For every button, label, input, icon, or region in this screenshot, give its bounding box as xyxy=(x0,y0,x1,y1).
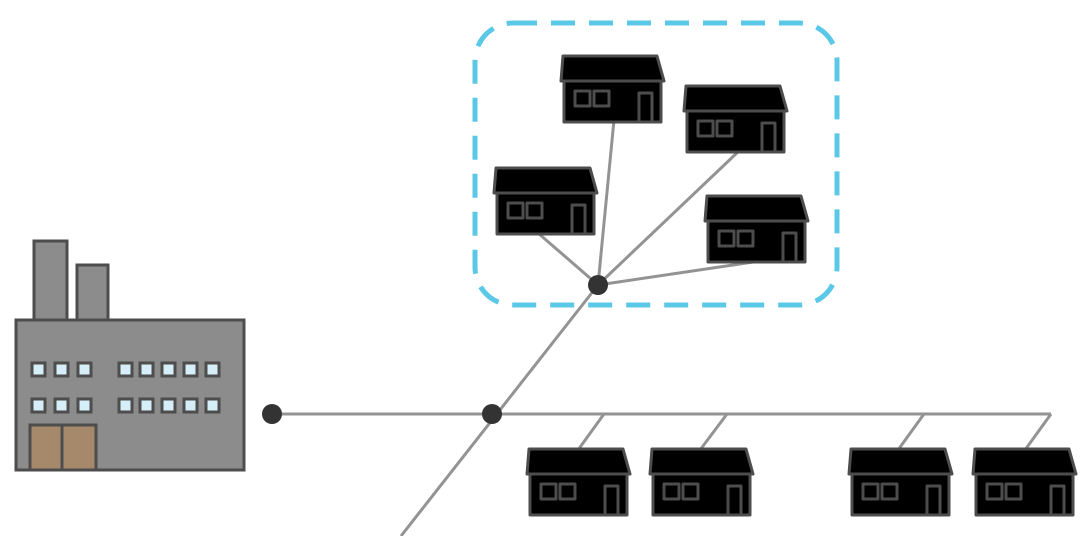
drop-line-cluster-3 xyxy=(537,231,599,287)
house-icon xyxy=(525,447,632,517)
factory-door-right xyxy=(60,423,98,472)
drop-line-cluster-2 xyxy=(596,148,742,287)
main-junction-node xyxy=(482,404,502,424)
drop-line-cluster-1 xyxy=(596,119,616,286)
drop-line-street-2 xyxy=(698,413,729,451)
drop-line-cluster-4 xyxy=(597,259,761,287)
factory-body xyxy=(14,318,246,472)
drop-line-street-1 xyxy=(576,413,606,451)
factory-terminal-node xyxy=(262,404,282,424)
factory-door-left xyxy=(28,423,64,472)
house-icon xyxy=(703,194,810,264)
house-icon xyxy=(559,54,666,124)
factory-icon xyxy=(14,239,246,472)
drop-line-street-3 xyxy=(896,413,926,451)
cluster-junction-node xyxy=(588,275,608,295)
network-lines xyxy=(272,119,1053,536)
house-icon xyxy=(847,447,954,517)
factory-windows xyxy=(30,361,221,414)
house-icon xyxy=(492,166,599,236)
factory-chimney-right xyxy=(75,263,110,323)
drop-line-street-4 xyxy=(1023,413,1053,451)
house-icon xyxy=(971,447,1078,517)
house-icon xyxy=(648,447,755,517)
factory-chimney-left xyxy=(32,239,69,323)
house-icon xyxy=(682,84,789,154)
